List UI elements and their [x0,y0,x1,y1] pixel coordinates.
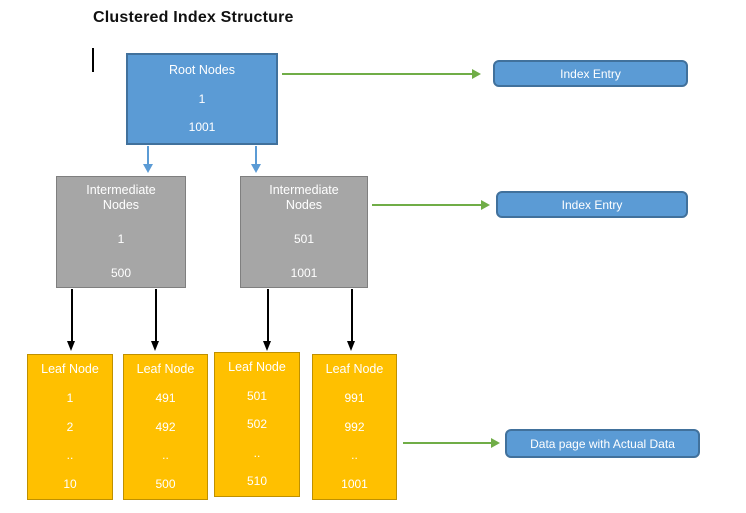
root-node-title: Root Nodes [168,63,235,77]
intermediate2-to-leaf4-arrow-shaft [351,289,353,341]
intermediate1-to-leaf2-arrow-head [151,341,159,351]
intermediate-node-1[interactable]: Intermediate Nodes 1 500 [56,176,186,288]
node-value: 1001 [188,120,216,134]
leaf-node-4[interactable]: Leaf Node 991 992 .. 1001 [312,354,397,500]
node-value: 502 [246,417,268,431]
leaf-node-2[interactable]: Leaf Node 491 492 .. 500 [123,354,208,500]
intermediate-to-index-entry-arrow-shaft [372,204,481,206]
intermediate1-to-leaf1-arrow-head [67,341,75,351]
index-entry-label: Index Entry [560,66,621,81]
intermediate-node-2[interactable]: Intermediate Nodes 501 1001 [240,176,368,288]
leaf-node-3[interactable]: Leaf Node 501 502 .. 510 [214,352,300,497]
node-value: 992 [344,419,365,434]
root-to-intermediate2-arrow-head [251,164,261,173]
intermediate2-to-leaf3-arrow-head [263,341,271,351]
data-page-pill[interactable]: Data page with Actual Data [505,429,700,458]
index-entry-label: Index Entry [561,197,623,212]
text-cursor [92,48,94,72]
intermediate2-to-leaf3-arrow-shaft [267,289,269,341]
node-value: 492 [155,419,176,434]
leaf-node-title: Leaf Node [136,362,195,376]
leaf-node-title: Leaf Node [325,362,384,376]
index-entry-pill-intermediate[interactable]: Index Entry [496,191,688,218]
node-value: 491 [155,390,176,405]
node-value: 1 [117,232,125,246]
node-value: 1001 [290,266,318,280]
node-value: 991 [344,390,365,405]
node-value: 500 [110,266,132,280]
node-value: 510 [246,474,268,488]
node-value: .. [162,448,169,463]
intermediate-to-index-entry-arrow-head [481,200,490,210]
index-entry-pill-root[interactable]: Index Entry [493,60,688,87]
leaf-to-data-page-arrow-head [491,438,500,448]
intermediate1-to-leaf2-arrow-shaft [155,289,157,341]
root-to-intermediate1-arrow-shaft [147,146,149,164]
node-value: .. [351,448,358,463]
leaf-node-title: Leaf Node [228,360,286,374]
leaf-node-1[interactable]: Leaf Node 1 2 .. 10 [27,354,113,500]
leaf-node-title: Leaf Node [41,362,99,376]
node-value: 501 [293,232,315,246]
node-value: .. [66,448,74,463]
root-to-intermediate2-arrow-shaft [255,146,257,164]
diagram-title: Clustered Index Structure [93,9,294,26]
node-value: 2 [66,419,74,434]
data-page-label: Data page with Actual Data [530,436,675,451]
node-value: 501 [246,388,268,403]
root-to-index-entry-arrow-head [472,69,481,79]
node-value: 1 [198,91,206,106]
intermediate2-to-leaf4-arrow-head [347,341,355,351]
intermediate-node-title: Intermediate Nodes [269,183,339,212]
root-to-index-entry-arrow-shaft [282,73,472,75]
node-value: 1001 [341,477,368,491]
root-to-intermediate1-arrow-head [143,164,153,173]
node-value: 10 [63,477,77,491]
root-node[interactable]: Root Nodes 1 1001 [126,53,278,145]
node-value: .. [253,445,261,460]
intermediate-node-title: Intermediate Nodes [86,183,156,212]
leaf-to-data-page-arrow-shaft [403,442,491,444]
node-value: 500 [155,477,176,491]
node-value: 1 [66,390,74,405]
intermediate1-to-leaf1-arrow-shaft [71,289,73,341]
